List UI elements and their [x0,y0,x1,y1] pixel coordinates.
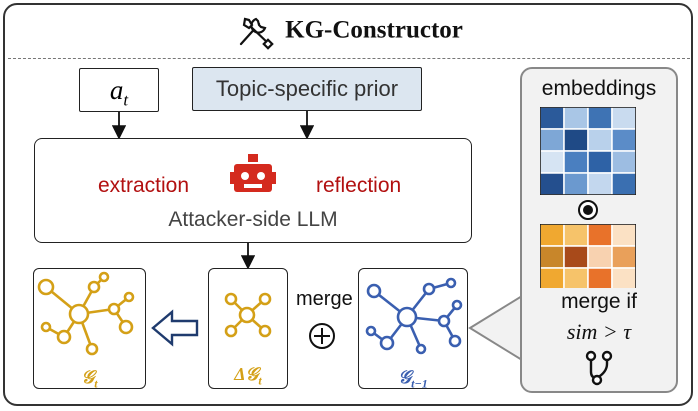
embedding-cell [563,128,589,152]
graph-current-network [37,271,135,356]
embedding-cell [563,107,589,130]
topic-prior-box: Topic-specific prior [192,67,422,111]
input-a-box: at [79,68,159,112]
embedding-cell [540,128,565,152]
embedding-cell [587,107,613,130]
embedding-matrix-blue [540,107,636,195]
merge-if-label: merge if [561,290,637,313]
embedding-cell [587,150,613,174]
embedding-cell [587,224,613,247]
merge-icon [585,350,613,386]
extraction-label: extraction [98,174,190,197]
embedding-cell [611,245,636,269]
embedding-cell [540,150,565,174]
embedding-cell [611,172,636,195]
reflection-label: reflection [316,174,402,197]
tools-icon [240,17,274,50]
topic-prior-label: Topic-specific prior [215,76,399,101]
embedding-cell [540,107,565,130]
graph-prev-box: 𝒢t−1 [358,268,468,391]
diagram-title: KG-Constructor [0,14,698,50]
robot-icon [230,154,276,192]
embedding-cell [587,172,613,195]
embedding-matrix-orange [540,224,636,288]
similarity-condition: sim > τ [566,319,632,344]
embedding-cell [540,224,565,247]
embedding-cell [563,245,589,269]
embedding-cell [540,267,565,288]
dot-product-icon [578,200,598,220]
graph-current-label: 𝒢t [81,367,98,391]
embedding-cell [540,245,565,269]
embedding-cell [587,267,613,288]
kg-constructor-frame [3,3,693,406]
embedding-cell [611,267,636,288]
embedding-cell [587,245,613,269]
embedding-cell [611,150,636,174]
llm-label: Attacker-side LLM [168,208,338,231]
left-arrow-icon [151,309,199,347]
embedding-cell [563,267,589,288]
input-a-subscript: t [123,90,129,110]
embedding-cell [611,107,636,130]
embedding-cell [563,172,589,195]
graph-prev-network [365,277,463,355]
embedding-cell [563,224,589,247]
embedding-cell [611,128,636,152]
plus-circle-icon [309,323,335,349]
graph-current-box: 𝒢t [33,268,146,391]
graph-prev-label: 𝒢t−1 [398,367,428,391]
embedding-cell [563,150,589,174]
title-text: KG-Constructor [285,16,463,44]
embedding-cell [540,172,565,195]
graph-delta-network [224,292,272,338]
callout-pointer [468,294,523,362]
embeddings-label: embeddings [541,77,657,100]
graph-delta-label: Δ𝒢t [234,364,262,388]
embedding-cell [611,224,636,247]
graph-delta-box: Δ𝒢t [208,268,288,389]
input-a-label: a [109,75,124,105]
embedding-cell [587,128,613,152]
title-divider [8,58,690,59]
merge-label: merge [296,288,353,310]
